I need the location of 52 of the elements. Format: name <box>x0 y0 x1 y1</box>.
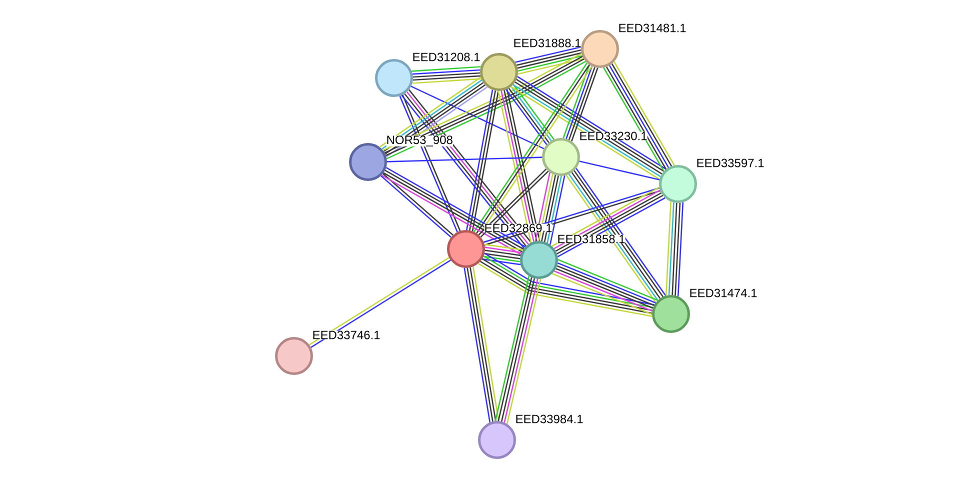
connector-line <box>665 202 672 296</box>
connector-line <box>517 52 582 69</box>
node-label: EED31208.1 <box>412 52 480 62</box>
protein-node <box>581 30 619 68</box>
connector-line <box>541 175 556 242</box>
connector-line <box>518 55 582 72</box>
connector-line <box>546 176 562 244</box>
connector-line <box>518 58 584 75</box>
connector-line <box>672 202 678 296</box>
node-label: EED31888.1 <box>513 38 582 48</box>
connector-line <box>412 72 480 78</box>
node-label: EED33746.1 <box>312 330 380 340</box>
protein-node <box>542 138 580 176</box>
connector-line <box>386 156 542 162</box>
connector-line <box>515 46 582 63</box>
node-label: EED33597.1 <box>696 158 764 168</box>
connector-line <box>412 78 482 84</box>
protein-node <box>478 421 516 459</box>
connector-line <box>412 66 481 72</box>
protein-node <box>520 241 558 279</box>
connector-line <box>484 252 520 260</box>
node-label: EED33230.1 <box>579 132 648 140</box>
protein-node <box>447 230 485 268</box>
connector-line <box>677 202 684 296</box>
protein-node <box>652 295 690 333</box>
protein-node <box>375 59 413 97</box>
connector-line <box>484 246 522 254</box>
connector-line <box>538 174 554 242</box>
connector-line <box>579 160 660 180</box>
connector-line <box>516 49 582 66</box>
node-label: EED33984.1 <box>515 414 584 424</box>
connector-line <box>483 256 520 262</box>
node-label: EED31474.1 <box>689 288 758 298</box>
protein-node <box>480 53 518 91</box>
connector-line <box>668 202 674 296</box>
connector-line <box>412 75 480 81</box>
connector-line <box>550 176 566 245</box>
node-label: EED32869.1 <box>484 224 552 232</box>
connector-line <box>484 244 523 251</box>
protein-node <box>275 337 313 375</box>
protein-node <box>349 143 387 181</box>
connector-line <box>484 250 521 256</box>
connector-line <box>544 176 560 242</box>
node-label: EED31481.1 <box>618 24 686 32</box>
connector-line <box>482 258 521 266</box>
protein-node <box>659 165 697 203</box>
node-label: NOR53_908 <box>386 136 453 146</box>
node-label: EED31858.1 <box>557 234 626 244</box>
connector-line <box>534 172 550 242</box>
connector-line <box>674 202 681 296</box>
connector-line <box>410 86 544 150</box>
connector-line <box>412 69 480 75</box>
